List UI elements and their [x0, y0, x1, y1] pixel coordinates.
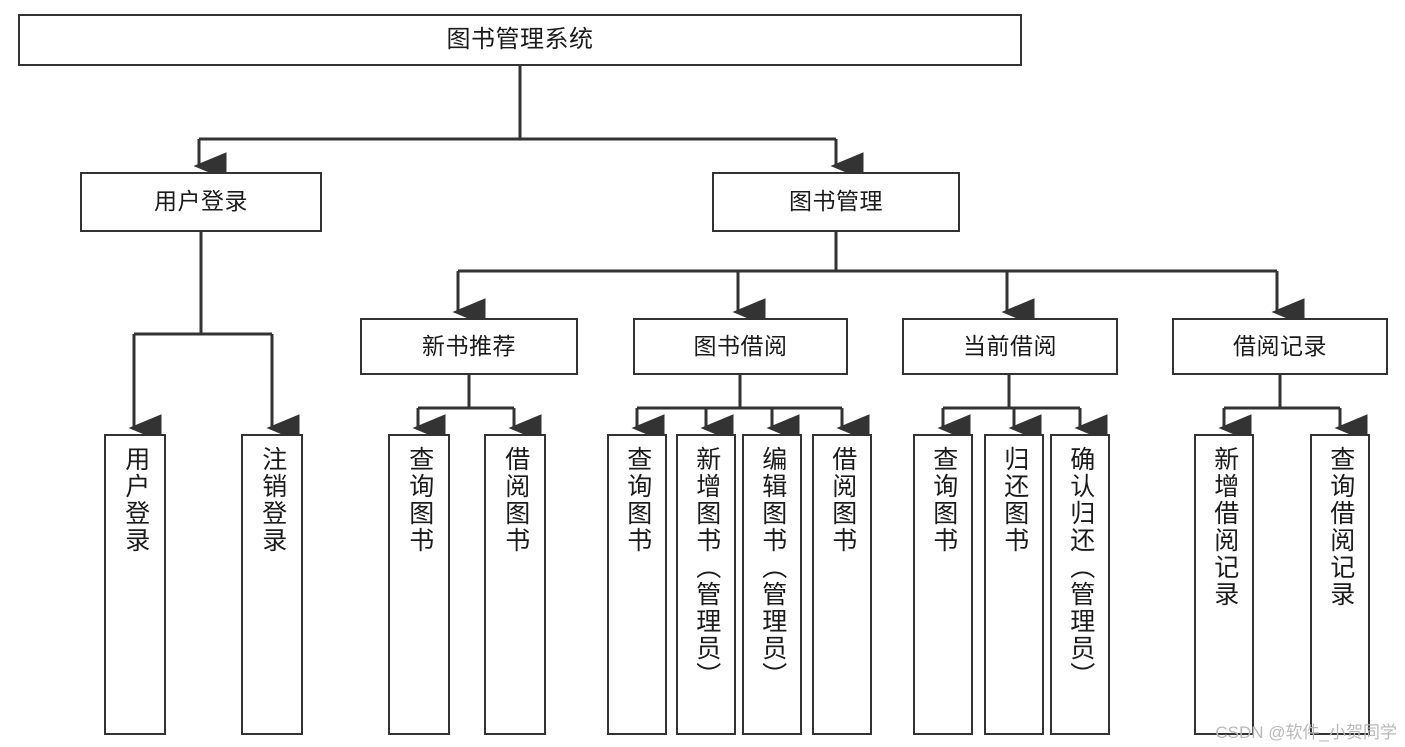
node-leaf-user-logout-label: 注销登录 [258, 446, 287, 554]
node-leaf-query-book-current-label: 查询图书 [929, 446, 958, 554]
node-borrow-record[interactable]: 借阅记录 [1172, 318, 1388, 375]
node-leaf-query-book-recommend-label: 查询图书 [405, 446, 434, 554]
node-leaf-user-login[interactable]: 用户登录 [104, 434, 166, 735]
node-leaf-borrow-book-recommend-label: 借阅图书 [501, 446, 530, 554]
node-current-borrow-label: 当前借阅 [963, 332, 1057, 359]
node-borrow-record-label: 借阅记录 [1233, 332, 1327, 359]
watermark: CSDN @软件_小贺同学 [1215, 723, 1397, 742]
node-book-borrow[interactable]: 图书借阅 [633, 318, 848, 375]
node-leaf-query-borrow-record[interactable]: 查询借阅记录 [1310, 434, 1370, 735]
node-leaf-query-book-current[interactable]: 查询图书 [913, 434, 973, 735]
node-current-borrow[interactable]: 当前借阅 [902, 318, 1118, 375]
node-leaf-query-book-recommend[interactable]: 查询图书 [388, 434, 450, 735]
node-leaf-add-borrow-record-label: 新增借阅记录 [1210, 446, 1239, 608]
node-leaf-edit-book-admin[interactable]: 编辑图书（管理员） [742, 434, 802, 735]
node-book-manage-label: 图书管理 [789, 188, 883, 215]
node-leaf-return-book-label: 归还图书 [1000, 446, 1029, 554]
node-book-borrow-label: 图书借阅 [693, 332, 788, 359]
node-new-book-recommend[interactable]: 新书推荐 [360, 318, 578, 375]
node-book-manage[interactable]: 图书管理 [712, 172, 960, 232]
node-root-label: 图书管理系统 [446, 25, 594, 53]
node-root[interactable]: 图书管理系统 [18, 14, 1022, 66]
node-leaf-query-book-borrow[interactable]: 查询图书 [607, 434, 667, 735]
node-leaf-borrow-book-label: 借阅图书 [828, 446, 857, 554]
node-leaf-add-borrow-record[interactable]: 新增借阅记录 [1194, 434, 1254, 735]
node-leaf-user-logout[interactable]: 注销登录 [241, 434, 303, 735]
node-leaf-borrow-book-recommend[interactable]: 借阅图书 [484, 434, 546, 735]
node-new-book-recommend-label: 新书推荐 [422, 332, 516, 359]
node-user-login-label: 用户登录 [154, 188, 248, 215]
node-leaf-user-login-label: 用户登录 [121, 446, 150, 554]
node-leaf-confirm-return-admin[interactable]: 确认归还（管理员） [1050, 434, 1110, 735]
node-user-login[interactable]: 用户登录 [80, 172, 322, 232]
node-leaf-confirm-return-admin-label: 确认归还（管理员） [1066, 446, 1095, 689]
node-leaf-return-book[interactable]: 归还图书 [984, 434, 1044, 735]
node-leaf-add-book-admin[interactable]: 新增图书（管理员） [676, 434, 736, 735]
node-leaf-add-book-admin-label: 新增图书（管理员） [692, 446, 721, 689]
node-leaf-borrow-book[interactable]: 借阅图书 [812, 434, 872, 735]
node-leaf-query-book-borrow-label: 查询图书 [623, 446, 652, 554]
node-leaf-query-borrow-record-label: 查询借阅记录 [1326, 446, 1355, 608]
node-leaf-edit-book-admin-label: 编辑图书（管理员） [758, 446, 787, 689]
